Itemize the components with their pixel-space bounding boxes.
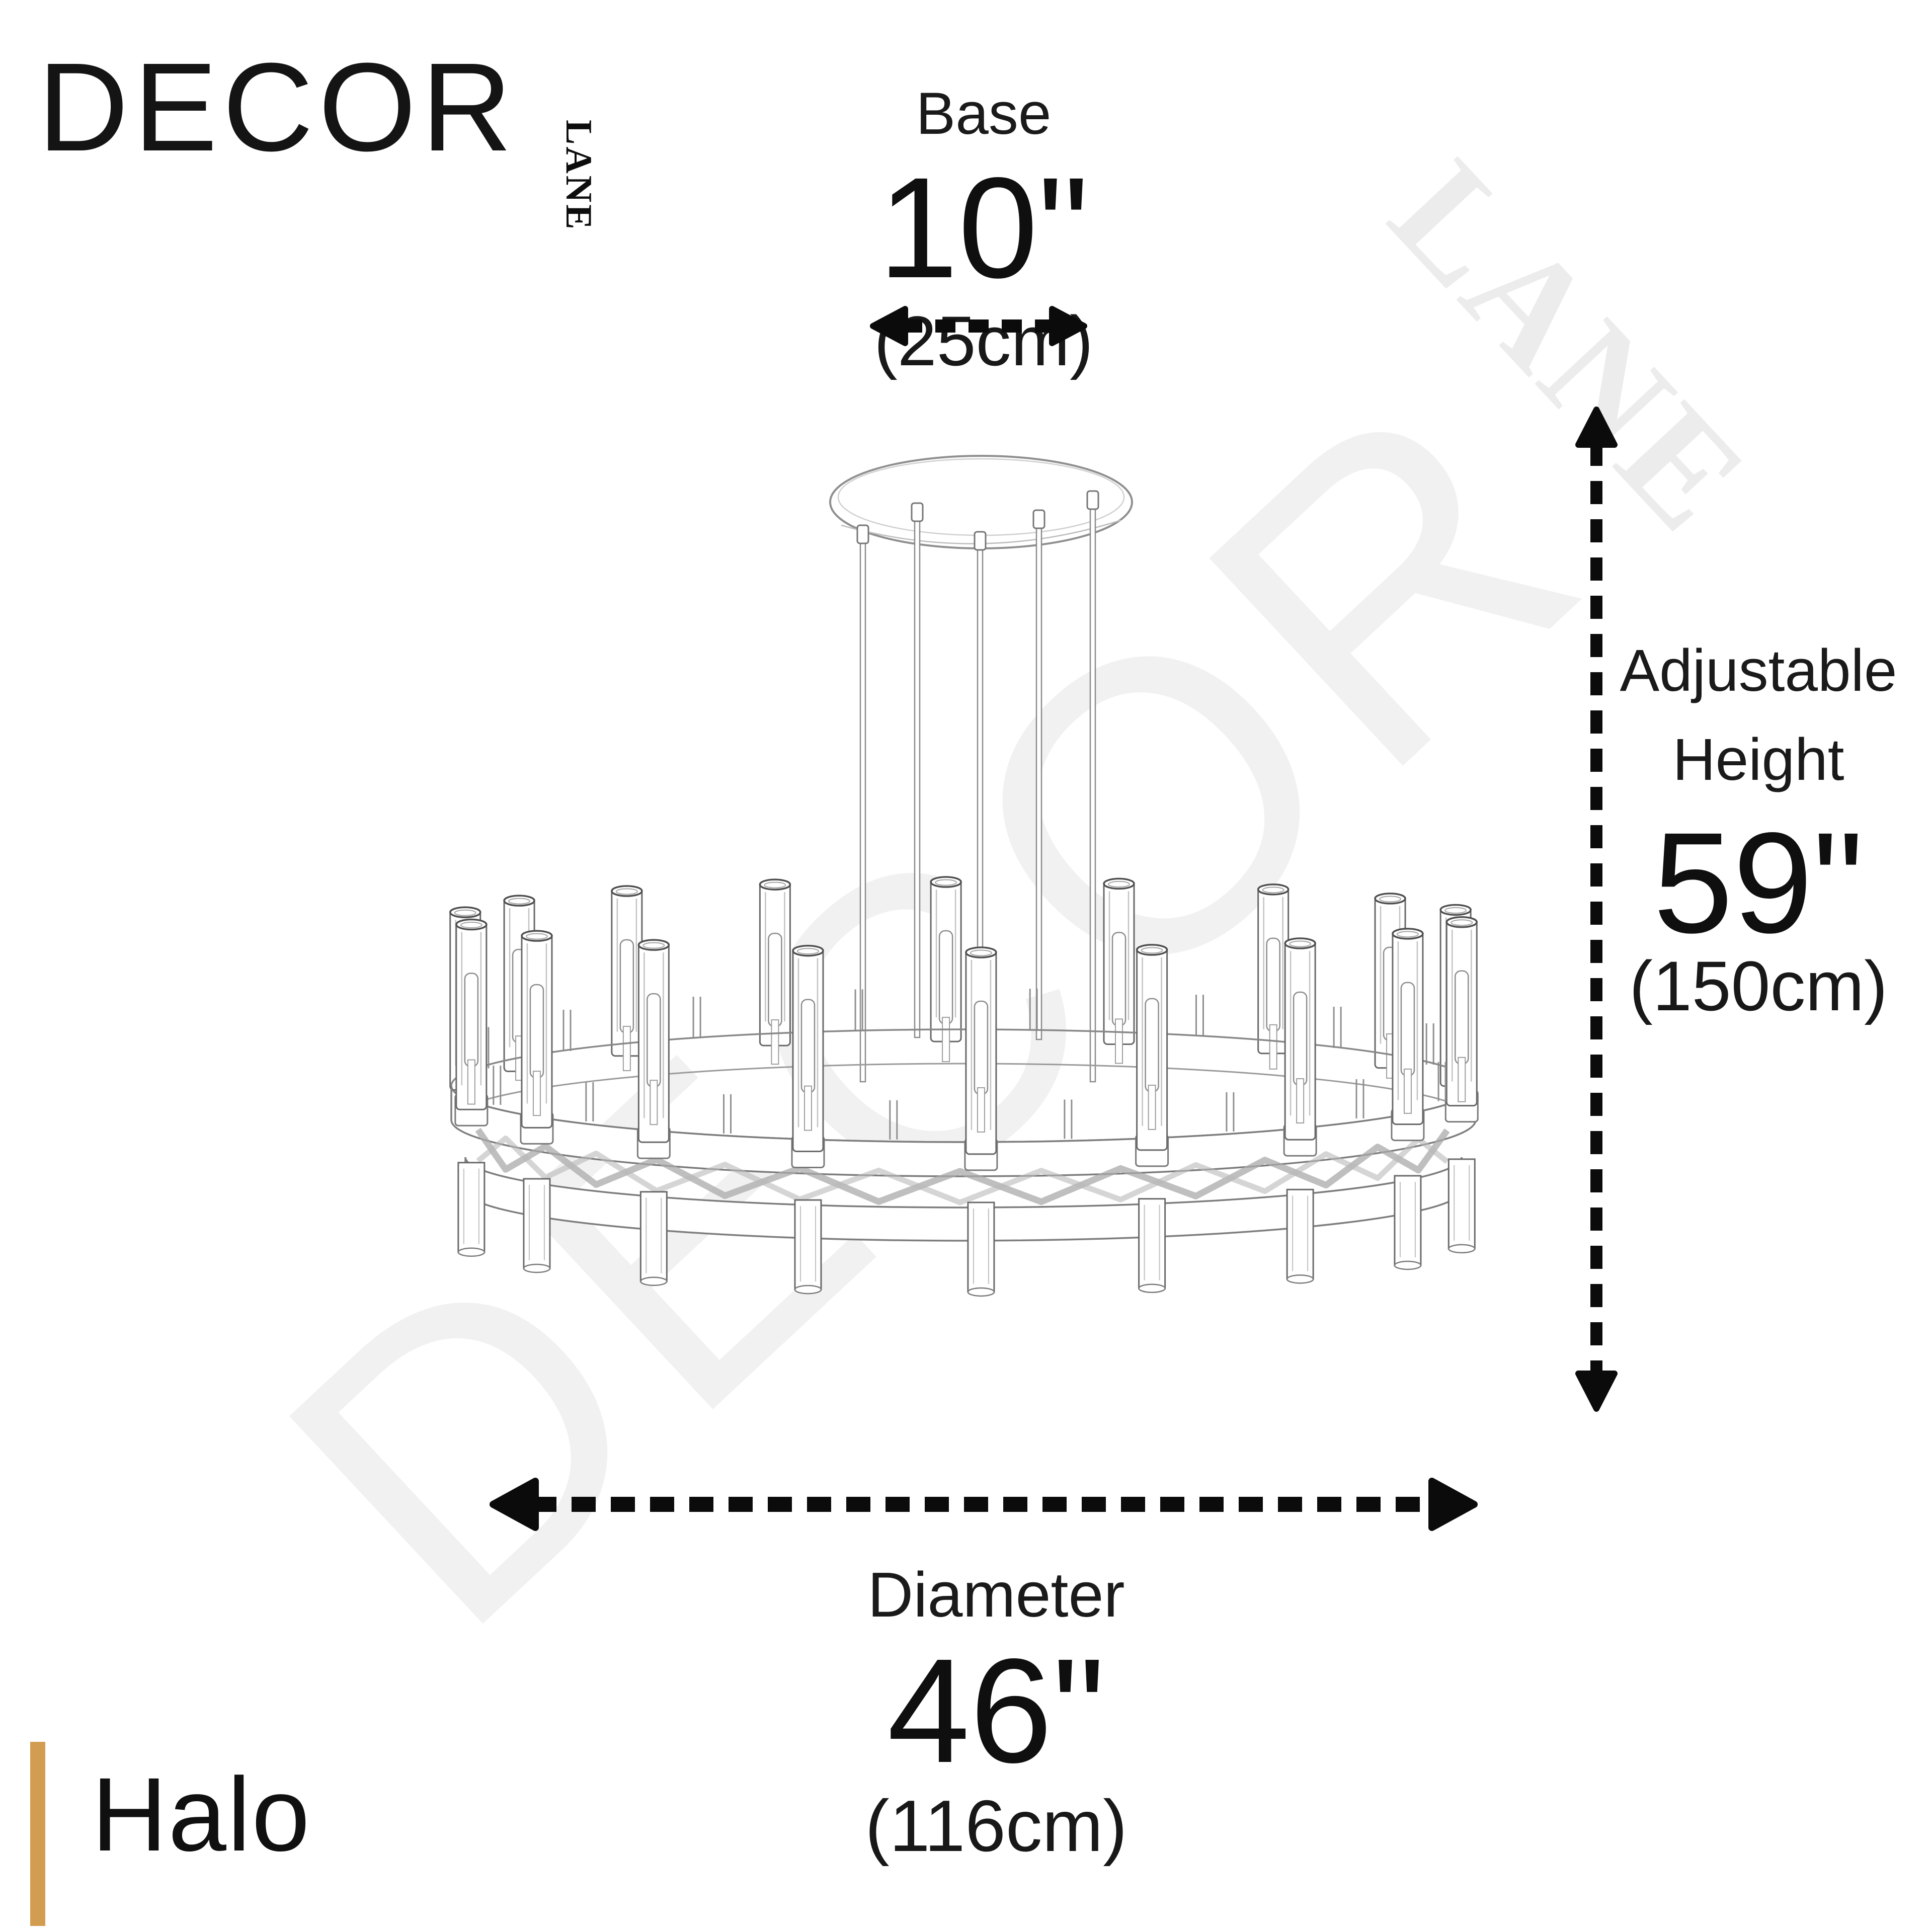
diameter-label: Diameter <box>867 1559 1125 1630</box>
product-name: Halo <box>92 1756 311 1873</box>
brand-logo: DECOR LANE <box>38 37 599 231</box>
height-cm: (150cm) <box>1629 946 1888 1025</box>
height-dimension-block: Adjustable Height 59" (150cm) <box>1585 626 1932 1025</box>
base-inches: 10" <box>878 148 1089 308</box>
base-width-arrow <box>870 306 1087 346</box>
height-label-line2: Height <box>1672 727 1844 793</box>
brand-logo-lane: LANE <box>558 120 599 231</box>
brand-logo-decor: DECOR <box>38 37 517 177</box>
accent-bar <box>30 1742 45 1926</box>
base-dimension-block: Base 10" (25cm) <box>777 69 1190 380</box>
diameter-dimension-block: Diameter 46" (116cm) <box>745 1547 1248 1866</box>
diameter-cm: (116cm) <box>865 1785 1128 1867</box>
height-inches: 59" <box>1653 803 1864 963</box>
base-label: Base <box>916 80 1052 147</box>
diameter-arrow <box>490 1478 1478 1531</box>
height-label-line1: Adjustable <box>1620 637 1897 704</box>
height-arrow <box>1575 407 1618 1412</box>
diameter-inches: 46" <box>887 1628 1105 1794</box>
